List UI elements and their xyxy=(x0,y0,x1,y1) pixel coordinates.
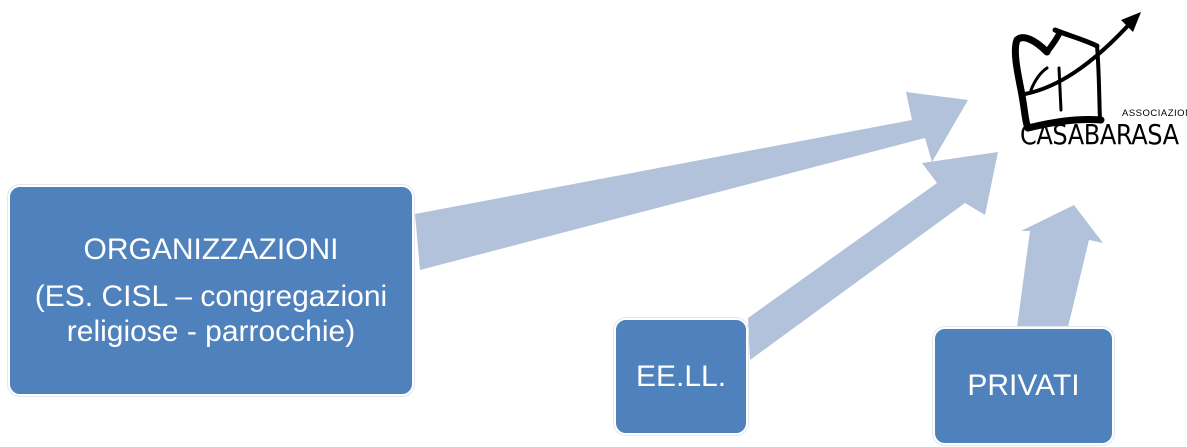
arrow-eell-to-logo xyxy=(748,152,998,360)
node-eell-label: EE.LL. xyxy=(635,359,727,393)
arrow-organizzazioni-to-logo xyxy=(415,92,968,270)
logo-small-text: ASSOCIAZIONE xyxy=(1122,108,1187,119)
house-arrow-logo-icon xyxy=(1011,12,1141,132)
node-eell: EE.LL. xyxy=(614,318,748,435)
arrow-privati-to-logo xyxy=(1017,205,1103,327)
node-organizzazioni-subtitle-line1: (ES. CISL – congregazioni xyxy=(34,280,388,313)
logo-big-text: CASABARASA xyxy=(1020,118,1179,151)
node-organizzazioni: ORGANIZZAZIONI (ES. CISL – congregazioni… xyxy=(8,185,414,396)
node-privati-label: PRIVATI xyxy=(967,369,1080,402)
node-organizzazioni-title: ORGANIZZAZIONI xyxy=(83,233,339,266)
node-organizzazioni-subtitle-line2: religiose - parrocchie) xyxy=(66,315,356,348)
node-privati: PRIVATI xyxy=(933,327,1114,445)
